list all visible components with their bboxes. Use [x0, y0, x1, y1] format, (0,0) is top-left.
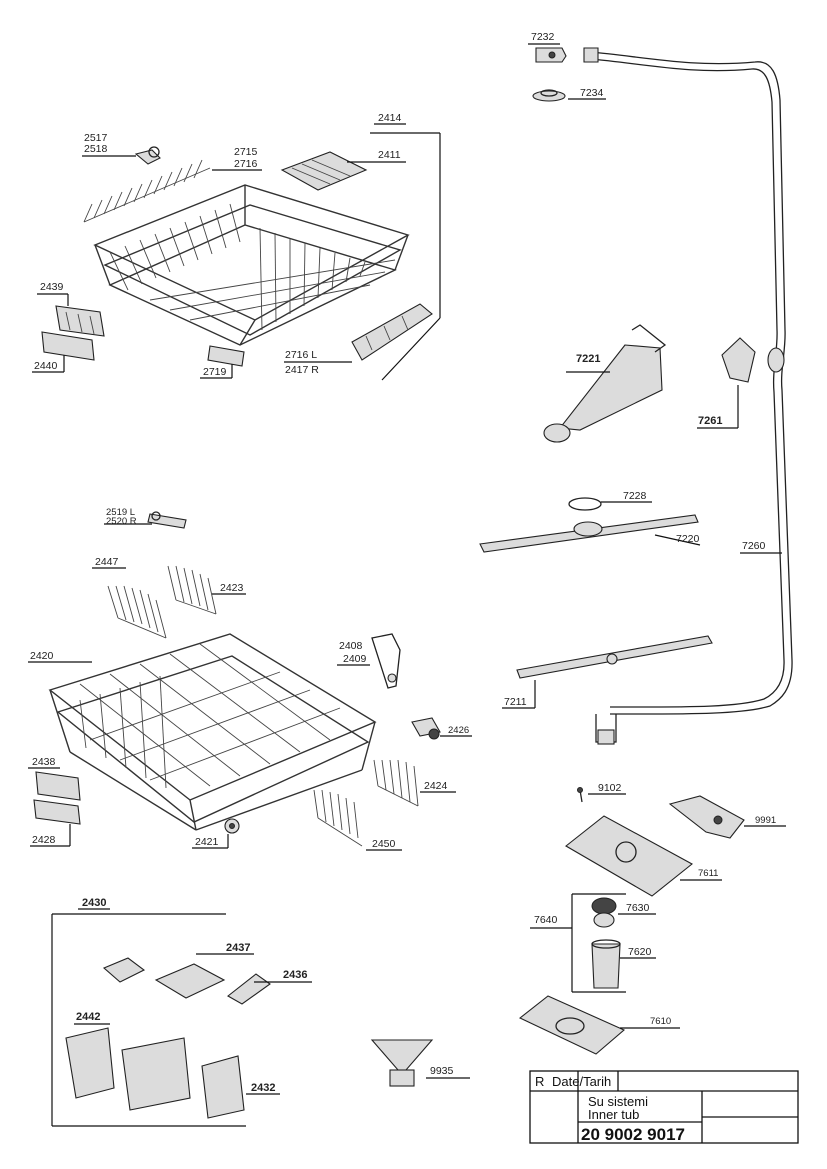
label-2430: 2430: [82, 897, 106, 909]
label-7221: 7221: [576, 353, 600, 365]
handle-2438: 2438: [28, 756, 81, 801]
label-2426: 2426: [448, 725, 469, 736]
filter-7640-group: 7640 7630 7620: [530, 893, 656, 993]
label-7220: 7220: [676, 533, 700, 545]
height-adjuster-2716-2417: 2716 L 2417 R: [284, 303, 433, 376]
cutlery-basket-middle: [121, 1037, 191, 1111]
label-9991: 9991: [755, 815, 776, 826]
label-2436: 2436: [283, 969, 307, 981]
label-7232: 7232: [531, 31, 555, 43]
title-desc-line2: Inner tub: [588, 1107, 639, 1122]
cutlery-lid-left: [102, 957, 146, 983]
label-7260: 7260: [742, 540, 766, 552]
label-7611: 7611: [698, 868, 718, 879]
title-desc-line1: Su sistemi: [588, 1094, 648, 1109]
tine-row-2715-2716: 2715 2716: [83, 146, 262, 223]
title-doc-number: 20 9002 9017: [581, 1125, 685, 1144]
label-2519L: 2519 L: [106, 507, 135, 518]
label-9935: 9935: [430, 1065, 454, 1077]
label-2447: 2447: [95, 556, 119, 568]
connector-7232: 7232: [528, 31, 567, 63]
stopper-2517-2518: 2517 2518: [82, 132, 161, 165]
tine-rack-2447: 2447: [92, 556, 167, 639]
label-7211: 7211: [504, 696, 527, 708]
funnel-9935: 9935: [370, 1039, 470, 1087]
title-date-label: Date/Tarih: [552, 1074, 611, 1089]
label-7640: 7640: [534, 914, 558, 926]
lower-basket-2420: 2420: [28, 633, 377, 831]
label-2716: 2716: [234, 158, 258, 170]
label-2440: 2440: [34, 360, 58, 372]
label-7228: 7228: [623, 490, 647, 502]
label-2421: 2421: [195, 836, 219, 848]
label-2414: 2414: [378, 112, 402, 124]
clip-7261: 7261: [697, 337, 756, 429]
label-7620: 7620: [628, 946, 652, 958]
cutlery-basket-2442: [65, 1027, 115, 1099]
label-2517: 2517: [84, 132, 108, 144]
label-7630: 7630: [626, 902, 650, 914]
label-2520R: 2520 R: [106, 516, 137, 527]
tine-rack-2424: 2424: [373, 759, 456, 807]
label-7261: 7261: [698, 415, 722, 427]
label-2437: 2437: [226, 942, 250, 954]
wheel-2421: 2421: [192, 818, 240, 849]
label-2417R: 2417 R: [285, 364, 319, 376]
water-hose-assembly: [583, 47, 793, 745]
upper-basket-2414: 2414: [93, 112, 441, 381]
label-2428: 2428: [32, 834, 56, 846]
label-7610: 7610: [650, 1016, 671, 1027]
label-2716L: 2716 L: [285, 349, 317, 361]
cup-shelf-2411: 2411: [280, 149, 406, 191]
gasket-7234: 7234: [532, 87, 606, 102]
filter-plate-7611: 7611: [565, 815, 722, 897]
clip-2719: 2719: [200, 345, 245, 379]
label-2442: 2442: [76, 1011, 100, 1023]
bracket-9991: 9991: [668, 795, 786, 839]
handle-cover-2440: 2440: [32, 331, 95, 373]
handle-2439: 2439: [37, 281, 105, 337]
tine-rack-2450: 2450: [313, 789, 402, 851]
label-2409: 2409: [343, 653, 367, 665]
label-2432: 2432: [251, 1082, 275, 1094]
rail-2519-2520: 2519 L 2520 R: [104, 507, 187, 529]
wheel-2426: 2426: [411, 717, 472, 740]
filter-base-7610: 7610: [518, 995, 680, 1055]
screw-9102: 9102: [577, 782, 626, 803]
label-2408: 2408: [339, 640, 363, 652]
cutlery-group-2430: 2430 2437 2436 2442 2432: [51, 897, 312, 1127]
label-2715: 2715: [234, 146, 258, 158]
title-block: R Date/Tarih Su sistemi Inner tub 20 900…: [529, 1070, 799, 1144]
label-2518: 2518: [84, 143, 108, 155]
title-rev-label: R: [535, 1074, 544, 1089]
label-2423: 2423: [220, 582, 244, 594]
label-2424: 2424: [424, 780, 448, 792]
wheel-2408-2409: 2408 2409: [337, 633, 401, 689]
upper-spray-duct-7221: 7221: [543, 324, 667, 443]
handle-cover-2428: 2428: [30, 799, 81, 847]
label-2420: 2420: [30, 650, 54, 662]
label-7234: 7234: [580, 87, 604, 99]
label-9102: 9102: [598, 782, 622, 794]
label-2439: 2439: [40, 281, 64, 293]
label-2411: 2411: [378, 149, 401, 161]
o-ring-7228: 7228: [568, 490, 652, 511]
label-2438: 2438: [32, 756, 56, 768]
cutlery-lid-2437: [154, 963, 226, 999]
label-2719: 2719: [203, 366, 227, 378]
cutlery-basket-2432: [201, 1055, 245, 1119]
cutlery-lid-2436: [227, 973, 271, 1005]
label-2450: 2450: [372, 838, 396, 850]
tine-rack-2423: 2423: [167, 565, 246, 615]
lower-spray-arm-7211: 7211: [502, 635, 713, 709]
upper-spray-arm-7220: 7220: [479, 514, 701, 553]
